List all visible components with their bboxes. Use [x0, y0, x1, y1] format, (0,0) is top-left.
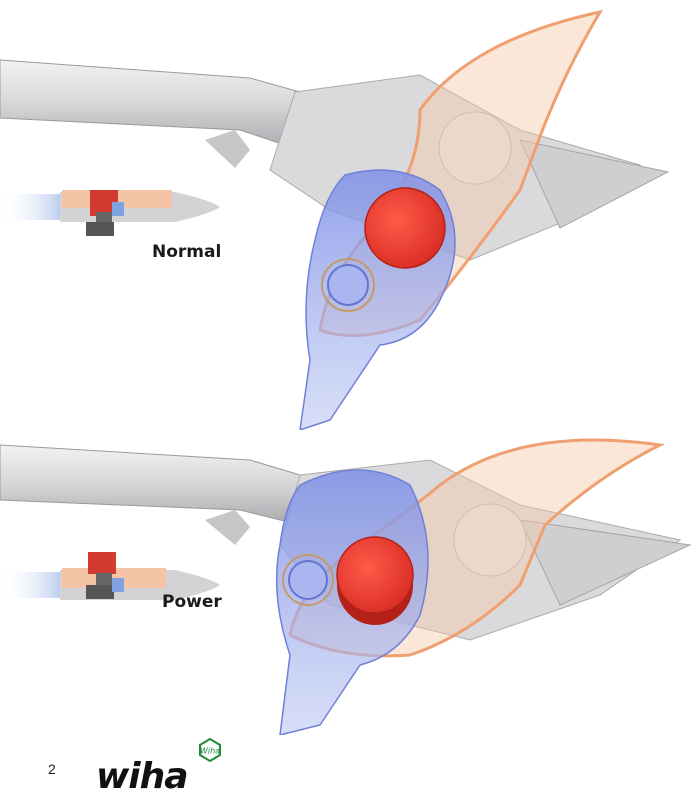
normal-schematic	[0, 190, 220, 236]
page-number: 2	[48, 761, 56, 777]
power-mode-illustration: Power	[0, 415, 692, 735]
wiha-logo: wiha Wiha	[96, 738, 236, 789]
power-mode-drawing	[0, 415, 692, 735]
svg-text:wiha: wiha	[96, 756, 188, 789]
normal-mode-drawing	[0, 0, 692, 430]
normal-mode-label: Normal	[152, 242, 221, 262]
svg-text:Wiha: Wiha	[200, 747, 220, 756]
power-mode-label: Power	[162, 592, 222, 612]
normal-mode-illustration: Normal	[0, 0, 692, 430]
